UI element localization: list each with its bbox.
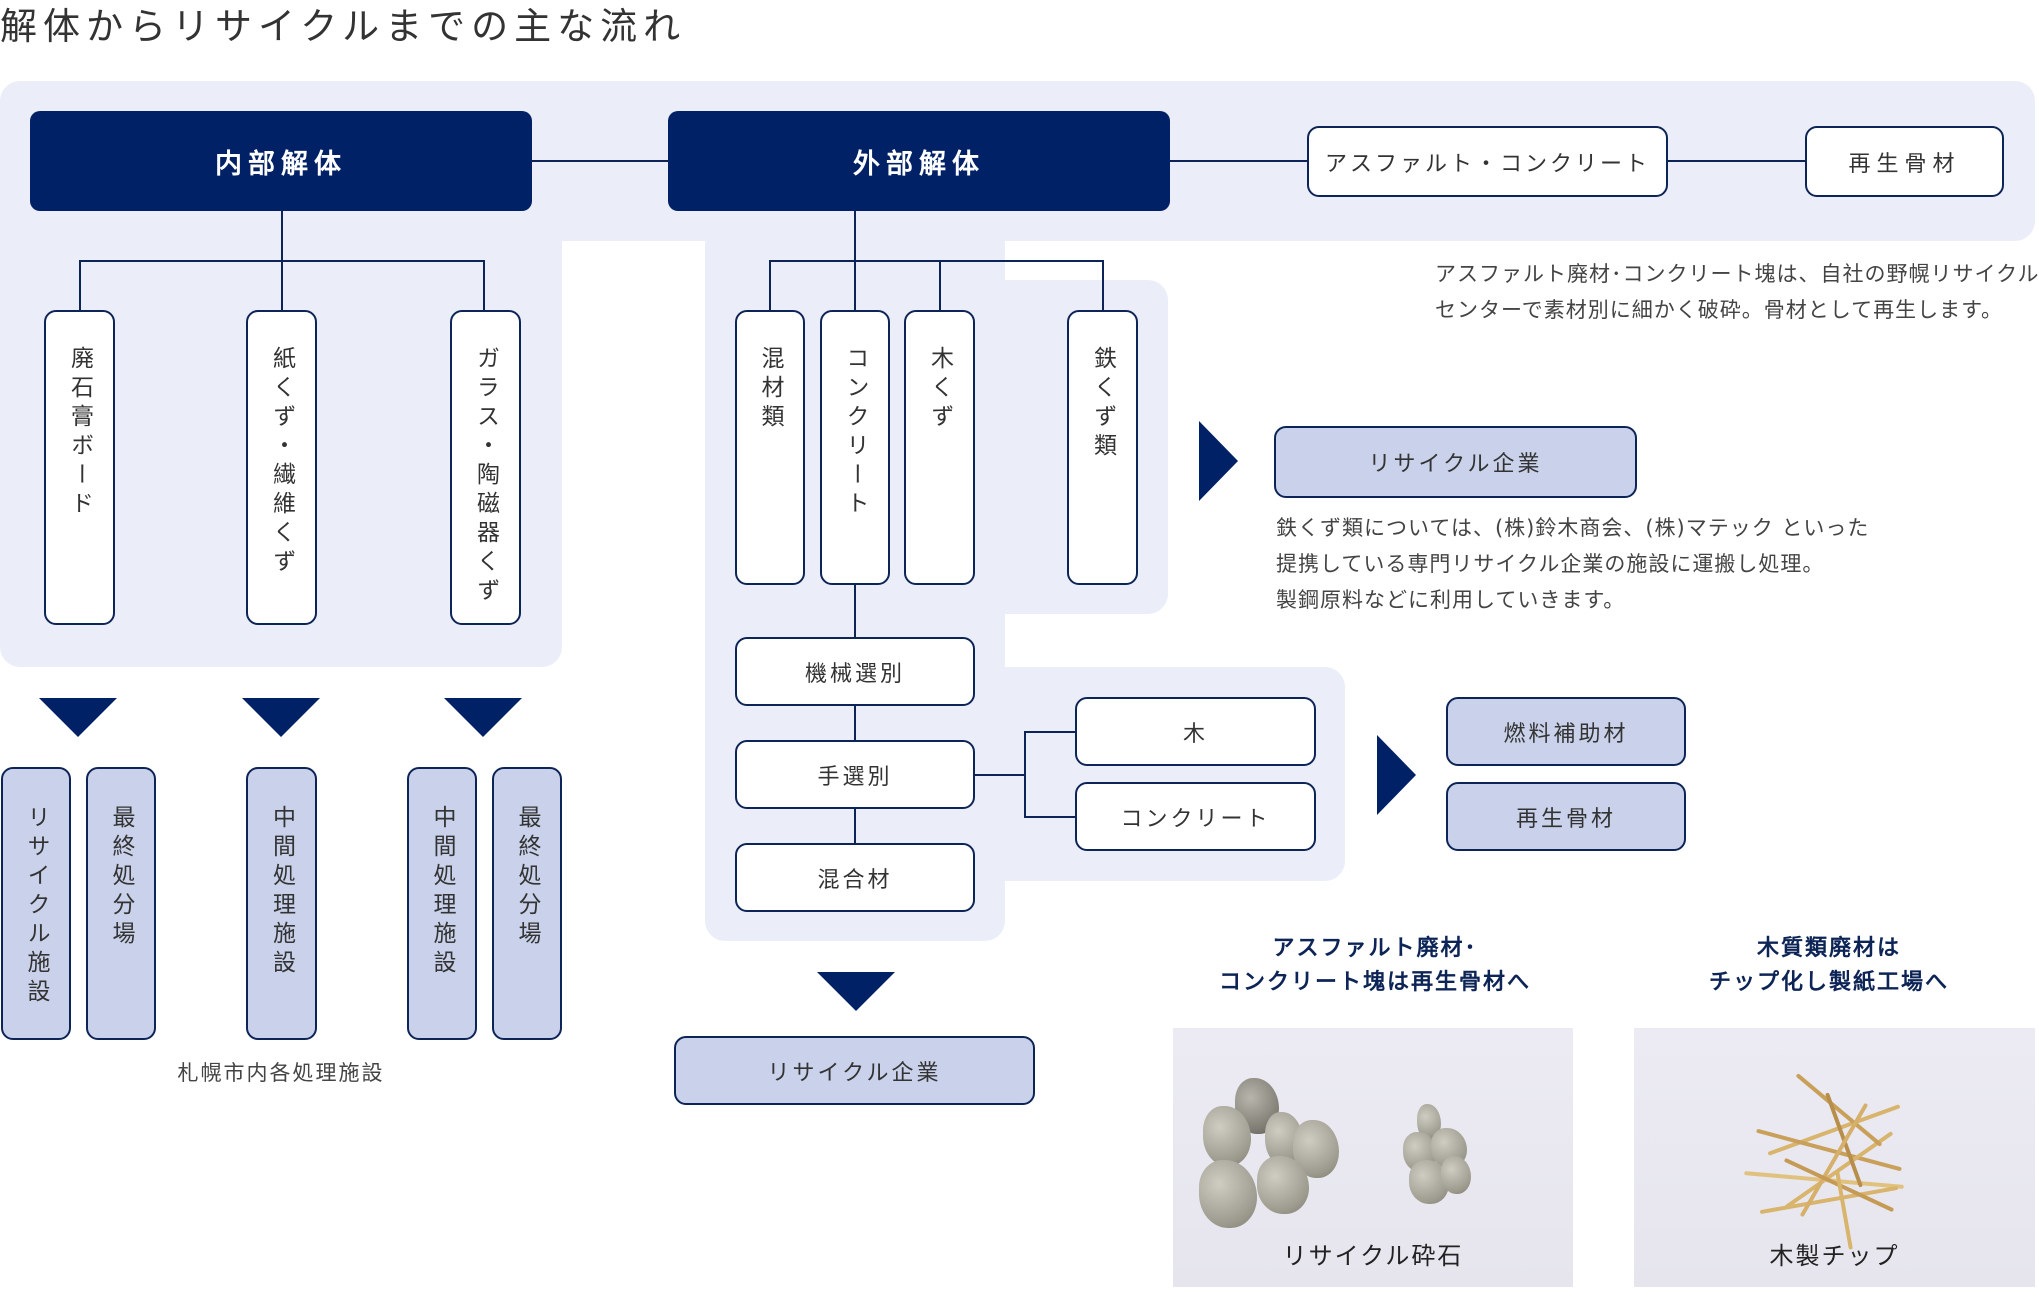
connector (1668, 160, 1805, 162)
item-label: 木くず (926, 346, 953, 433)
exterior-demolition-box: 外部解体 (668, 111, 1170, 211)
mixed-material-box: 混合材 (735, 843, 975, 912)
fuel-auxiliary-box: 燃料補助材 (1446, 697, 1686, 766)
connector (1102, 260, 1104, 310)
item-label: ガラス・陶磁器くず (472, 346, 499, 607)
down-arrow-icon (444, 698, 522, 737)
connector (854, 585, 856, 843)
destination-label: 中間処理施設 (429, 805, 455, 979)
photo-caption: アスファルト廃材･ コンクリート塊は再生骨材へ (1219, 932, 1531, 1000)
recycled-aggregate-top-box: 再生骨材 (1805, 126, 2004, 197)
destination-intermediate: 中間処理施設 (407, 767, 477, 1040)
destination-label: 中間処理施設 (268, 805, 295, 979)
connector (975, 774, 1025, 776)
connector (532, 160, 668, 162)
interior-item-paper: 紙くず・繊維くず (246, 310, 317, 625)
asphalt-concrete-box: アスファルト・コンクリート (1307, 126, 1668, 197)
item-label: コンクリート (842, 346, 868, 520)
iron-note-line: 鉄くず類については、(株)鈴木商会、(株)マテック といった (1276, 516, 1870, 540)
wood-chip-photo: 木製チップ (1634, 1028, 2035, 1287)
destinations-caption: 札幌市内各処理施設 (177, 1061, 385, 1085)
destination-label: リサイクル施設 (23, 805, 49, 1008)
connector (483, 260, 485, 310)
right-arrow-icon (1377, 735, 1416, 815)
asphalt-note-line: アスファルト廃材･コンクリート塊は、自社の野幌リサイクル (1435, 262, 2039, 286)
photo-caption-line: コンクリート塊は再生骨材へ (1218, 970, 1532, 995)
photo-label: リサイクル砕石 (1282, 1242, 1464, 1270)
wood-chip-pile (1744, 1068, 1924, 1250)
iron-note-line: 製鋼原料などに利用していきます。 (1276, 588, 1626, 612)
destination-landfill: 最終処分場 (492, 767, 562, 1040)
page-title: 解体からリサイクルまでの主な流れ (0, 5, 687, 48)
rock (1257, 1156, 1309, 1214)
recycling-company-box: リサイクル企業 (674, 1036, 1035, 1105)
destination-intermediate: 中間処理施設 (246, 767, 317, 1040)
rock (1199, 1160, 1257, 1228)
item-label: 廃石膏ボード (66, 346, 93, 520)
photo-label: 木製チップ (1769, 1242, 1900, 1270)
panel-cut (1005, 614, 1345, 667)
connector (1024, 731, 1026, 817)
hand-sorted-wood-box: 木 (1075, 697, 1316, 766)
connector (769, 260, 771, 310)
hand-sorted-concrete-box: コンクリート (1075, 782, 1316, 851)
panel-cut (1005, 241, 2039, 280)
connector (1170, 160, 1307, 162)
photo-caption-line: アスファルト廃材･ (1272, 936, 1478, 961)
exterior-item-concrete: コンクリート (820, 310, 890, 585)
recycled-crushed-stone-photo: リサイクル砕石 (1173, 1028, 1573, 1287)
machine-sorting-box: 機械選別 (735, 637, 975, 706)
connector (769, 260, 1104, 262)
rock (1441, 1156, 1471, 1194)
destination-landfill: 最終処分場 (86, 767, 156, 1040)
interior-item-gypsum: 廃石膏ボード (44, 310, 115, 625)
hand-sorting-box: 手選別 (735, 740, 975, 809)
exterior-item-wood: 木くず (904, 310, 975, 585)
asphalt-note: アスファルト廃材･コンクリート塊は、自社の野幌リサイクル センターで素材別に細か… (1435, 256, 2039, 328)
iron-note-line: 提携している専門リサイクル企業の施設に運搬し処理。 (1276, 552, 1825, 576)
item-label: 鉄くず類 (1089, 346, 1116, 462)
item-label: 混材類 (757, 346, 783, 433)
connector (1024, 731, 1075, 733)
photo-caption-line: 木質類廃材は (1756, 936, 1902, 961)
down-arrow-icon (817, 972, 895, 1011)
destination-label: 最終処分場 (108, 805, 134, 950)
destination-label: 最終処分場 (514, 805, 540, 950)
connector (79, 260, 81, 310)
destination-recycling-facility: リサイクル施設 (1, 767, 71, 1040)
panel-corner-round (562, 241, 705, 301)
exterior-item-iron: 鉄くず類 (1067, 310, 1138, 585)
item-label: 紙くず・繊維くず (268, 346, 295, 578)
interior-item-glass: ガラス・陶磁器くず (450, 310, 521, 625)
right-arrow-icon (1199, 421, 1238, 501)
asphalt-note-line: センターで素材別に細かく破砕。骨材として再生します。 (1435, 298, 2004, 322)
iron-note: 鉄くず類については、(株)鈴木商会、(株)マテック といった 提携している専門リ… (1276, 510, 1869, 618)
photo-caption-line: チップ化し製紙工場へ (1708, 970, 1950, 995)
down-arrow-icon (39, 698, 117, 737)
connector (1024, 816, 1075, 818)
connector (79, 260, 485, 262)
recycling-company-iron-box: リサイクル企業 (1274, 426, 1637, 498)
down-arrow-icon (242, 698, 320, 737)
photo-caption: 木質類廃材は チップ化し製紙工場へ (1709, 932, 1949, 1000)
connector (939, 260, 941, 310)
rock (1203, 1106, 1251, 1166)
recycled-aggregate-box: 再生骨材 (1446, 782, 1686, 851)
exterior-item-mixed: 混材類 (735, 310, 805, 585)
interior-demolition-box: 内部解体 (30, 111, 532, 211)
